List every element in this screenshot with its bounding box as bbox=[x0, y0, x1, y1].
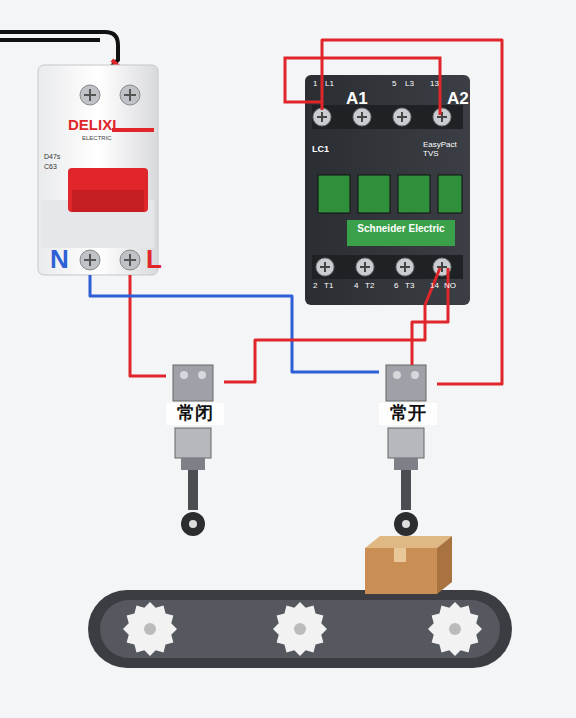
terminal-label: 2 bbox=[313, 282, 317, 290]
screw-slot bbox=[360, 262, 370, 272]
node-text: DELIXI bbox=[68, 117, 116, 134]
gear bbox=[273, 602, 327, 656]
terminal-screw bbox=[396, 258, 414, 276]
switch-box: 常开 bbox=[379, 365, 437, 427]
terminal-label: 1 bbox=[313, 80, 317, 88]
node-text: ELECTRIC bbox=[82, 135, 112, 142]
terminal-label: 4 bbox=[354, 282, 358, 290]
wire bbox=[322, 40, 502, 384]
coil-terminal-label: A1 bbox=[346, 90, 368, 107]
conveyor bbox=[88, 590, 512, 668]
wire bbox=[90, 275, 379, 372]
wire bbox=[224, 305, 425, 382]
limit-switch bbox=[386, 365, 426, 536]
jumper-wire bbox=[285, 58, 440, 115]
terminal-label: T2 bbox=[365, 282, 374, 290]
gear bbox=[428, 602, 482, 656]
node-text: LC1 bbox=[312, 145, 329, 155]
pole-label: N bbox=[50, 246, 69, 272]
terminal-screw bbox=[353, 108, 371, 126]
screw-slot bbox=[357, 112, 367, 122]
gear-hub bbox=[294, 623, 306, 635]
terminal-label: 5 bbox=[392, 80, 396, 88]
terminal-screw bbox=[356, 258, 374, 276]
screw-slot bbox=[397, 112, 407, 122]
gear bbox=[123, 602, 177, 656]
terminal-label: L3 bbox=[405, 80, 414, 88]
gear-hub bbox=[449, 623, 461, 635]
coil-terminal-label: A2 bbox=[447, 90, 469, 107]
terminal-label: 6 bbox=[394, 282, 398, 290]
terminal-screw bbox=[393, 108, 411, 126]
terminal-label: 14 bbox=[430, 282, 439, 290]
wire bbox=[412, 305, 448, 365]
terminal-label: T1 bbox=[324, 282, 333, 290]
terminal-label: T3 bbox=[405, 282, 414, 290]
terminal-stub bbox=[321, 75, 324, 110]
terminal-label: L1 bbox=[325, 80, 334, 88]
contactor-box: LC1 EasyPact TVS Schneider Electric bbox=[305, 75, 470, 305]
node-text: EasyPact TVS bbox=[423, 141, 467, 159]
circuit-breaker bbox=[38, 65, 158, 275]
screw-slot bbox=[320, 262, 330, 272]
screw-slot bbox=[317, 112, 327, 122]
terminal-screw bbox=[316, 258, 334, 276]
terminal-screw bbox=[313, 108, 331, 126]
terminal-label: NO bbox=[444, 282, 456, 290]
terminal-label: 13 bbox=[430, 80, 439, 88]
node-text: 常开 bbox=[379, 403, 437, 425]
node-text: C63 bbox=[44, 163, 57, 171]
breaker-box: DELIXIELECTRIC D47sC63 bbox=[38, 65, 158, 275]
terminal-screw bbox=[433, 108, 451, 126]
node-text: Schneider Electric bbox=[347, 223, 455, 234]
node-text: 常闭 bbox=[166, 403, 224, 425]
limit-switch bbox=[173, 365, 213, 536]
cargo-box bbox=[365, 536, 452, 594]
node-text: D47s bbox=[44, 153, 60, 161]
gear-hub bbox=[144, 623, 156, 635]
wire bbox=[130, 275, 166, 376]
screw-slot bbox=[400, 262, 410, 272]
switch-box: 常闭 bbox=[166, 365, 224, 427]
contactor bbox=[305, 75, 470, 305]
pole-label: L bbox=[146, 246, 162, 272]
supply-wire bbox=[0, 38, 100, 42]
